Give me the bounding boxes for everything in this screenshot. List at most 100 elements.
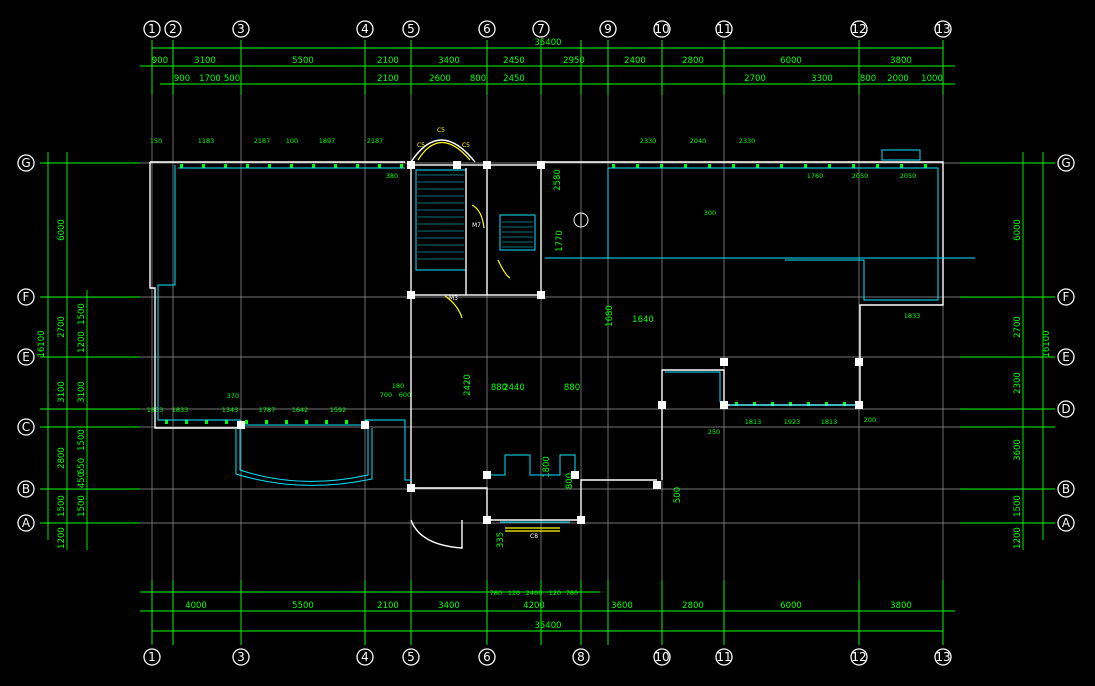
wall-seg-dim-4: 1787	[259, 406, 276, 414]
wall-tick	[224, 164, 227, 168]
tag-c8: C8	[530, 533, 538, 540]
wall-tick	[924, 164, 927, 168]
axis-bubble-label: F	[23, 290, 30, 304]
tag-c5-2: C5	[437, 127, 445, 134]
axis-bubble-label: E	[22, 350, 30, 364]
axis-bubble-label: 4	[361, 22, 369, 36]
axis-top-7: 7	[532, 20, 550, 38]
wall-tick	[202, 164, 205, 168]
axis-top-13: 13	[934, 20, 952, 38]
axis-bubble-label: 12	[851, 650, 866, 664]
wall-seg-dim-23: 250	[708, 428, 720, 436]
wall-tick	[852, 164, 855, 168]
wall-tick	[780, 164, 783, 168]
dim-top-row1-3: 2100	[377, 56, 399, 66]
axis-bubble-label: 12	[851, 22, 866, 36]
wall-seg-dim-12: 2330	[739, 137, 756, 145]
column-3	[537, 291, 545, 299]
column-13	[855, 358, 863, 366]
wall-seg-dim-20: 380	[386, 172, 398, 180]
dim-bottom-row1-7: 6000	[780, 601, 802, 611]
axis-left-G: G	[17, 154, 35, 172]
wall-seg-dim-19: 1813	[821, 418, 838, 426]
wall-seg-dim-13: 1760	[807, 172, 824, 180]
wall-tick	[789, 402, 792, 406]
plan-dim-2: 880	[564, 383, 580, 393]
axis-bubble-circle	[402, 20, 420, 38]
axis-bubble-label: B	[22, 482, 30, 496]
wall-tick	[708, 164, 711, 168]
dim-left-mid-1: 2700	[57, 316, 67, 338]
wall-seg-dim-11: 2040	[690, 137, 707, 145]
tag-c5-1: C5	[417, 142, 425, 149]
dim-top-row1-9: 6000	[780, 56, 802, 66]
wall-tick	[828, 164, 831, 168]
wall-tick	[325, 420, 328, 424]
axis-top-11: 11	[715, 20, 733, 38]
axis-bubble-circle	[17, 154, 35, 172]
axis-right-A: A	[1057, 514, 1075, 532]
axis-bottom-12: 12	[850, 648, 868, 666]
axis-bubble-label: 1	[148, 650, 156, 664]
column-17	[237, 421, 245, 429]
axis-bubble-label: 5	[407, 650, 415, 664]
vertical-grid-lines	[151, 40, 944, 645]
dim-small-700: 700	[380, 391, 392, 399]
dim-top-row1-6: 2950	[563, 56, 585, 66]
wall-tick	[804, 164, 807, 168]
column-7	[483, 516, 491, 524]
axis-bubble-circle	[1057, 288, 1075, 306]
dim-top-row1-4: 3400	[438, 56, 460, 66]
dim-bottom-row2-4: 780	[566, 589, 578, 597]
axis-left-E: E	[17, 348, 35, 366]
wall-tick	[245, 420, 248, 424]
dim-top-row2-8: 3300	[811, 74, 833, 84]
axis-bubble-circle	[715, 20, 733, 38]
dim-right-mid-5: 1200	[1013, 527, 1023, 549]
wall-seg-dim-16: 1833	[904, 312, 921, 320]
plan-dim-11: 335	[496, 532, 506, 548]
dim-top-row2-6: 2450	[503, 74, 525, 84]
dim-top-row2-5: 800	[470, 74, 486, 84]
dim-left-inner-4: 650	[77, 458, 87, 474]
wall-tick	[735, 402, 738, 406]
dim-right-mid-4: 1500	[1013, 495, 1023, 517]
dim-top-row2-7: 2700	[744, 74, 766, 84]
axis-bubble-circle	[850, 648, 868, 666]
wall-tick	[205, 420, 208, 424]
wall-tick	[756, 164, 759, 168]
axis-bubble-label: 13	[935, 650, 950, 664]
wall-tick	[312, 164, 315, 168]
stair-treads	[418, 174, 533, 260]
axis-bubble-circle	[402, 648, 420, 666]
axis-bubble-circle	[232, 648, 250, 666]
wall-tick	[900, 164, 903, 168]
axis-bubble-circle	[653, 20, 671, 38]
axis-top-9: 9	[599, 20, 617, 38]
axis-bubble-label: 4	[361, 650, 369, 664]
dim-top-row1-8: 2800	[682, 56, 704, 66]
axis-bubble-circle	[599, 20, 617, 38]
axis-right-E: E	[1057, 348, 1075, 366]
dim-left-mid-2: 3100	[57, 381, 67, 403]
dim-right-mid-1: 2700	[1013, 316, 1023, 338]
column-9	[483, 471, 491, 479]
dim-top-row2-9: 800	[860, 74, 876, 84]
dim-top-row2-11: 1000	[921, 74, 943, 84]
dim-top-row2-0: 900	[174, 74, 190, 84]
column-4	[483, 161, 491, 169]
wall-tick	[246, 164, 249, 168]
tag-m7: M7	[472, 222, 481, 229]
wall-seg-dim-18: 1923	[784, 418, 801, 426]
axis-bubble-label: D	[1061, 402, 1070, 416]
wall-seg-dim-5: 1642	[292, 406, 309, 414]
wall-tick	[334, 164, 337, 168]
axis-bubble-circle	[1057, 480, 1075, 498]
dim-right-mid-0: 6000	[1013, 219, 1023, 241]
dim-top-row1-0: 900	[152, 56, 168, 66]
wall-tick	[268, 164, 271, 168]
dim-top-row2-10: 2000	[887, 74, 909, 84]
wall-seg-dim-6: 1592	[330, 406, 347, 414]
